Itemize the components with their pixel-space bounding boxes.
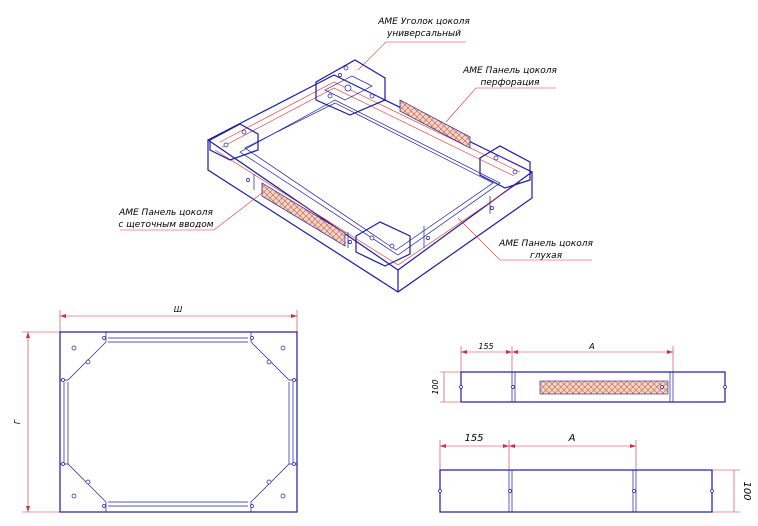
plinth-outer-top [206, 74, 534, 271]
dim-side1-length: A [588, 342, 594, 351]
top-corner-tl [59, 331, 107, 381]
isometric-plinth-view [120, 41, 592, 293]
dim-depth-label: Г [13, 419, 22, 424]
label-blind-2: глухая [530, 251, 563, 261]
brush-entry-slot [261, 182, 346, 247]
label-corner-2: универсальный [386, 29, 461, 39]
leader-blind [457, 217, 592, 261]
leader-perforation [445, 87, 556, 123]
top-view [22, 310, 298, 513]
label-corner-1: AME Уголок цоколя [377, 17, 470, 27]
label-brush-2: с щеточным вводом [118, 220, 213, 230]
top-corner-tr [250, 331, 298, 381]
side1-perforation [539, 380, 669, 395]
dim-width-label: Ш [174, 305, 183, 314]
side2-outline [439, 469, 713, 513]
perforation-slot [399, 99, 471, 149]
dim-side2-offset: 155 [464, 433, 483, 444]
corner-bracket-left [209, 123, 259, 161]
dim-side1-offset: 155 [478, 342, 493, 351]
plinth-inner-opening [244, 102, 494, 251]
label-perforation-1: AME Панель цоколя [462, 66, 557, 76]
side-view-blind [438, 440, 740, 513]
side-view-perforated [440, 346, 727, 403]
top-corner-bl [59, 463, 107, 513]
dim-side1-height: 100 [431, 379, 440, 394]
corner-bracket-back [315, 59, 386, 116]
dim-side2-length: A [568, 433, 576, 444]
dim-side2-height: 100 [741, 481, 752, 500]
top-view-outline [59, 331, 298, 513]
leader-brush [120, 192, 263, 231]
corner-bracket-front [355, 221, 411, 267]
leader-corner [357, 41, 466, 71]
label-blind-1: AME Панель цоколя [498, 239, 593, 249]
label-perforation-2: перфорация [481, 78, 541, 88]
top-corner-br [250, 463, 298, 513]
label-brush-1: AME Панель цоколя [118, 208, 213, 218]
corner-bracket-right [479, 145, 531, 189]
